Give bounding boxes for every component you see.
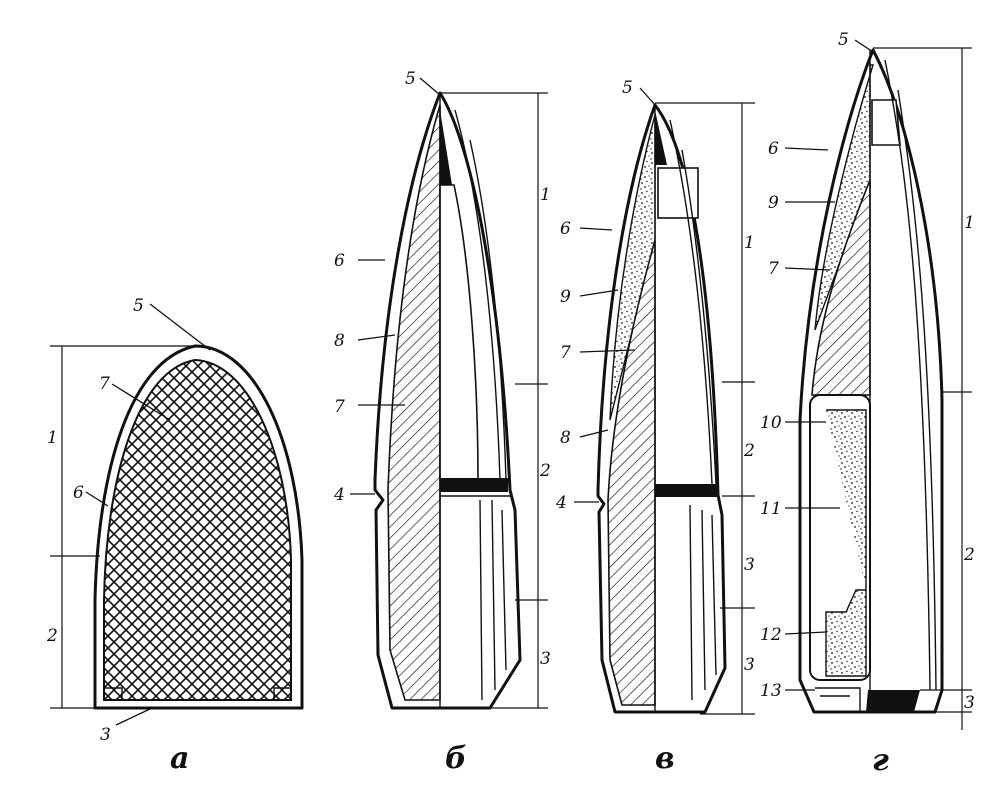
callout-8: 8 <box>334 331 345 351</box>
bullet-a-core <box>103 358 292 701</box>
callout-12: 12 <box>760 625 782 645</box>
callout-8: 8 <box>560 428 571 448</box>
callout-1: 1 <box>47 428 58 448</box>
bullet-b-outline <box>373 91 522 710</box>
callout-7: 7 <box>560 343 571 363</box>
callout-6: 6 <box>560 219 571 239</box>
bullet-b: 5 6 8 7 4 1 2 3 б <box>333 69 551 776</box>
bullet-a: 5 7 1 6 2 3 а <box>46 296 304 776</box>
callout-4: 4 <box>555 493 567 513</box>
callout-9: 9 <box>560 287 571 307</box>
callout-4: 4 <box>333 485 345 505</box>
callout-5: 5 <box>838 30 849 50</box>
callout-2: 2 <box>539 461 551 481</box>
callout-6: 6 <box>334 251 345 271</box>
caption-v: в <box>655 741 675 776</box>
callout-7: 7 <box>99 374 110 394</box>
callout-6: 6 <box>768 139 779 159</box>
bullet-g-incendiary-nose <box>814 64 874 331</box>
callout-2: 2 <box>46 626 58 646</box>
caption-a: а <box>170 741 189 776</box>
callout-1: 1 <box>744 233 755 253</box>
callout-2: 2 <box>743 441 755 461</box>
bullet-v: 5 6 9 7 8 4 1 2 3 3 в <box>555 78 755 776</box>
caption-g: г <box>872 743 889 778</box>
bullet-v-incendiary <box>609 114 656 421</box>
bullet-b-core <box>387 104 441 701</box>
callout-3: 3 <box>100 725 111 745</box>
callout-5: 5 <box>405 69 416 89</box>
callout-3: 3 <box>540 649 551 669</box>
callout-3: 3 <box>744 655 755 675</box>
callout-3: 3 <box>744 555 755 575</box>
callout-2: 2 <box>963 545 975 565</box>
callout-13: 13 <box>760 681 782 701</box>
callout-7: 7 <box>768 259 779 279</box>
bullet-g-tracer <box>825 409 867 677</box>
callout-3: 3 <box>964 693 975 713</box>
bullet-g-core <box>811 179 871 396</box>
bullet-v-core <box>607 239 656 706</box>
callout-1: 1 <box>964 213 975 233</box>
callout-5: 5 <box>622 78 633 98</box>
callout-7: 7 <box>334 397 345 417</box>
callout-11: 11 <box>760 499 782 519</box>
callout-5: 5 <box>133 296 144 316</box>
callout-6: 6 <box>73 483 84 503</box>
bullet-g: 5 6 9 7 10 11 12 13 1 2 3 г <box>760 30 975 778</box>
caption-b: б <box>445 741 467 776</box>
callout-9: 9 <box>768 193 779 213</box>
callout-10: 10 <box>760 413 782 433</box>
callout-1: 1 <box>540 185 551 205</box>
